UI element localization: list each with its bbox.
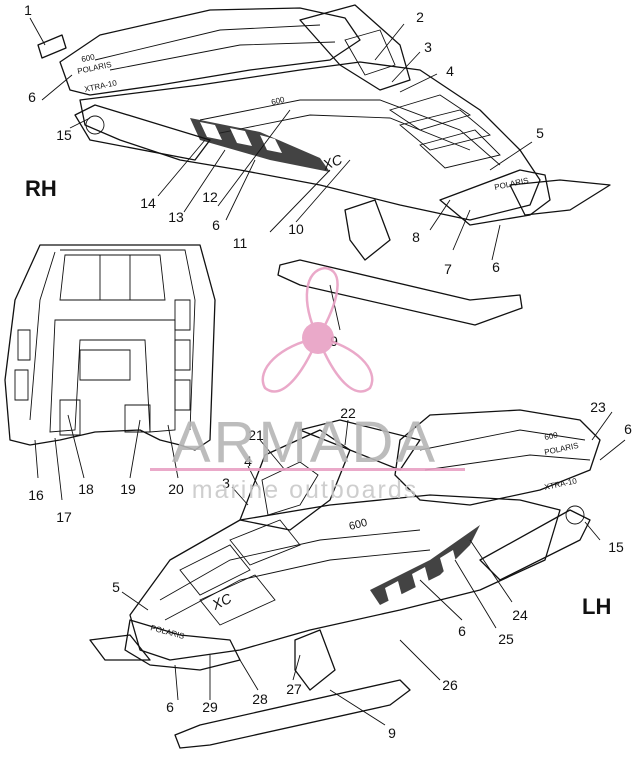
- hood-callouts: 16 17 18 19 20: [28, 481, 184, 525]
- lh-seat-outline: [394, 409, 601, 506]
- hood-center-panel: [49, 319, 176, 433]
- decal-piece-1: [37, 34, 67, 59]
- hood-outline: [4, 244, 216, 451]
- rh-spindle: [344, 199, 391, 261]
- watermark-subtitle: marine outboards: [192, 476, 419, 504]
- rh-leader-lines: [29, 17, 533, 331]
- lh-callouts: 21 22 23 6 4 3 15 5 24 6 25 6 29 28 27 2…: [112, 399, 632, 741]
- callout-lh-4: 4: [244, 453, 252, 469]
- callout-rh-15: 15: [56, 127, 72, 143]
- rh-hood-model-decal: 600: [270, 95, 286, 107]
- callout-rh-12: 12: [202, 189, 218, 205]
- rh-checker-stripe: [190, 118, 330, 172]
- callout-rh-6b: 6: [212, 217, 220, 233]
- rh-xc-decal: XC: [320, 151, 346, 173]
- callout-lh-5: 5: [112, 579, 120, 595]
- seat-outline: [59, 7, 361, 96]
- callout-rh-13: 13: [168, 209, 184, 225]
- lh-snowmobile: 600 POLARIS XTRA-10 600 XC POLARIS: [89, 409, 601, 749]
- lh-nose-brand-decal: POLARIS: [149, 623, 185, 641]
- hood-drawing: [4, 244, 216, 451]
- lh-brand-decal: POLARIS: [544, 441, 580, 457]
- lh-spindle: [294, 629, 336, 691]
- callout-lh-29: 29: [202, 699, 218, 715]
- rh-bumper: [439, 169, 551, 226]
- callout-rh-2: 2: [416, 9, 424, 25]
- rh-view-label: RH: [25, 176, 57, 201]
- callout-hood-20: 20: [168, 481, 184, 497]
- lh-handlebar: [299, 419, 421, 471]
- callout-rh-6c: 6: [492, 259, 500, 275]
- callout-rh-10: 10: [288, 221, 304, 237]
- lh-hood-model-decal: 600: [348, 517, 369, 533]
- callout-rh-8: 8: [412, 229, 420, 245]
- lh-body-outline: [129, 494, 561, 661]
- callout-lh-27: 27: [286, 681, 302, 697]
- callout-hood-16: 16: [28, 487, 44, 503]
- callout-lh-15: 15: [608, 539, 624, 555]
- lh-xc-decal: XC: [209, 590, 235, 614]
- lh-front-ski-tip: [89, 634, 151, 661]
- watermark-title: ARMADA: [172, 410, 438, 475]
- callout-hood-19: 19: [120, 481, 136, 497]
- callout-lh-6a: 6: [624, 421, 632, 437]
- callout-rh-7: 7: [444, 261, 452, 277]
- hood-top-panel: [59, 254, 166, 301]
- callout-lh-26: 26: [442, 677, 458, 693]
- lh-bumper: [124, 619, 241, 671]
- callout-lh-3: 3: [222, 475, 230, 491]
- callout-lh-28: 28: [252, 691, 268, 707]
- callout-lh-23: 23: [590, 399, 606, 415]
- armada-watermark: ARMADA marine outboards: [150, 266, 465, 504]
- callout-lh-6c: 6: [166, 699, 174, 715]
- callout-rh-6a: 6: [28, 89, 36, 105]
- callout-rh-14: 14: [140, 195, 156, 211]
- callout-lh-21: 21: [248, 427, 264, 443]
- rh-front-ski-tip: [509, 179, 611, 216]
- callout-lh-6b: 6: [458, 623, 466, 639]
- lh-leader-lines: [121, 411, 626, 726]
- callout-rh-5: 5: [536, 125, 544, 141]
- rh-track: [74, 104, 211, 161]
- callout-rh-4: 4: [446, 63, 454, 79]
- lh-view-label: LH: [582, 594, 611, 619]
- lh-track: [479, 509, 591, 581]
- callout-rh-3: 3: [424, 39, 432, 55]
- callout-rh-11: 11: [233, 235, 248, 251]
- rh-windshield: [299, 4, 411, 91]
- callout-lh-9: 9: [388, 725, 396, 741]
- rh-model-decal: 600: [81, 52, 96, 64]
- propeller-logo: [261, 266, 374, 393]
- rh-callouts: 1 2 3 4 5 6 15 14 13 12 6 11 10 8 7 6 9: [24, 2, 544, 349]
- callout-lh-22: 22: [340, 405, 356, 421]
- rh-ski: [277, 259, 523, 326]
- callout-rh-1: 1: [24, 2, 32, 18]
- rh-snowmobile: 600 POLARIS XTRA-10 600 XC POLARIS: [37, 4, 611, 326]
- lh-ski: [174, 679, 411, 749]
- callout-hood-18: 18: [78, 481, 94, 497]
- callout-hood-17: 17: [56, 509, 72, 525]
- callout-lh-24: 24: [512, 607, 528, 623]
- hood-vents: [174, 299, 191, 411]
- watermark-rule: [150, 468, 465, 471]
- lh-ultra-decal: XTRA-10: [544, 476, 579, 492]
- hood-leader-lines: [34, 414, 179, 501]
- callout-lh-25: 25: [498, 631, 514, 647]
- lh-model-decal: 600: [544, 430, 559, 442]
